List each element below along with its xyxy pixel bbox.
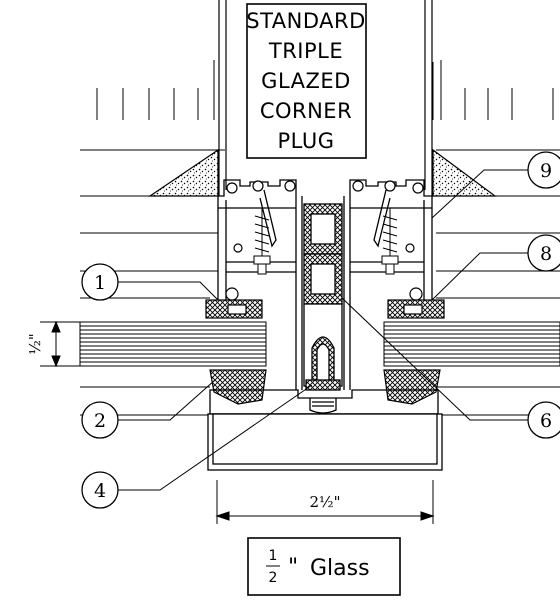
callout-6-label: 6: [540, 410, 552, 432]
mullion-hooks: [226, 180, 424, 253]
corner-plug-walls: [218, 0, 433, 196]
callout-2: 2: [81, 401, 119, 439]
mullion-width-label: 2½": [310, 493, 341, 511]
sealant-wedges: [148, 148, 497, 197]
glass-thickness-label: ½": [26, 333, 44, 354]
glass-label-unit: ": [288, 555, 298, 580]
glass-label-box: 1 2 " Glass: [247, 537, 401, 596]
callout-8-label: 8: [540, 243, 552, 265]
title-line-5: PLUG: [278, 129, 335, 153]
title-block: STANDARD TRIPLE GLAZED CORNER PLUG: [246, 3, 367, 159]
callout-6: 6: [527, 401, 560, 439]
mullion-width-dimension: [215, 480, 435, 524]
center-spacer-blocks: [303, 203, 343, 391]
title-line-4: CORNER: [260, 99, 352, 123]
glass-label-denominator: 2: [269, 570, 278, 586]
glass-label-word: Glass: [310, 556, 370, 581]
bottom-gaskets: [209, 369, 441, 405]
callout-1-label: 1: [94, 272, 106, 294]
callout-4-label: 4: [94, 480, 106, 502]
pressure-plate: [207, 389, 443, 471]
glass-thickness-dimension: [40, 320, 80, 368]
callout-2-label: 2: [94, 410, 106, 432]
screw-left: [253, 208, 271, 275]
leader-lines: [118, 169, 529, 491]
callout-4: 4: [81, 471, 119, 509]
glass-pane-left: [79, 321, 267, 367]
callout-9-label: 9: [540, 160, 552, 182]
screw-right: [381, 208, 399, 275]
title-line-1: STANDARD: [246, 9, 366, 33]
callout-1: 1: [81, 263, 119, 301]
callout-8: 8: [527, 234, 560, 272]
top-gaskets: [205, 287, 445, 319]
title-line-2: TRIPLE: [268, 39, 343, 63]
callout-9: 9: [527, 151, 560, 189]
glass-pane-right: [383, 321, 560, 367]
title-line-3: GLAZED: [261, 69, 351, 93]
glass-label-numerator: 1: [269, 548, 278, 564]
